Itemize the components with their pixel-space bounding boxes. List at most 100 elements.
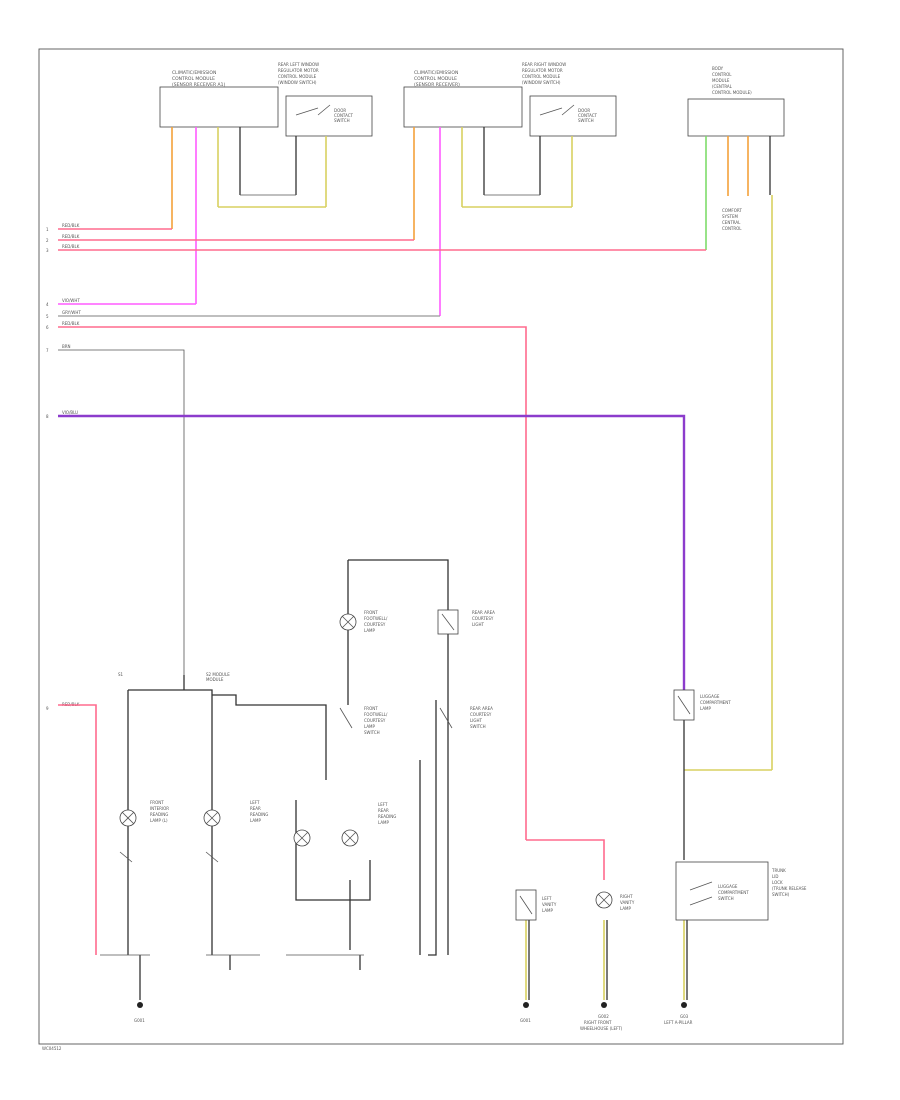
vanity-circuit — [525, 839, 608, 1000]
svg-text:SWITCH: SWITCH — [718, 896, 734, 901]
svg-text:FRONT: FRONT — [364, 610, 378, 615]
svg-text:READING: READING — [378, 814, 396, 819]
svg-text:FOOTWELL/: FOOTWELL/ — [364, 616, 388, 621]
svg-text:REAR: REAR — [378, 808, 389, 813]
bottom-lamp-2: RIGHT VANITY LAMP — [595, 891, 635, 911]
svg-text:G001: G001 — [134, 1018, 145, 1023]
right-top-lamp: LUGGAGE COMPARTMENT LAMP — [673, 689, 731, 721]
svg-text:RED/BLK: RED/BLK — [62, 321, 80, 326]
svg-text:REGULATOR MOTOR: REGULATOR MOTOR — [278, 68, 319, 73]
svg-text:S1: S1 — [118, 672, 124, 677]
svg-text:CLIMATIC/EMISSION: CLIMATIC/EMISSION — [414, 70, 458, 76]
svg-text:LAMP: LAMP — [250, 818, 262, 823]
svg-text:GRY/WHT: GRY/WHT — [62, 310, 81, 315]
svg-text:VANITY: VANITY — [620, 900, 635, 905]
svg-text:INTERIOR: INTERIOR — [150, 806, 169, 811]
bus-wires — [58, 228, 706, 840]
center-top-lamp: FRONT FOOTWELL/ COURTESY LAMP — [339, 610, 388, 633]
svg-text:SYSTEM: SYSTEM — [722, 214, 738, 219]
svg-text:G001: G001 — [520, 1018, 531, 1023]
svg-text:LEFT: LEFT — [250, 800, 260, 805]
svg-text:CONTROL MODULE: CONTROL MODULE — [172, 76, 215, 82]
svg-text:RIGHT FRONT: RIGHT FRONT — [584, 1020, 612, 1025]
top-wire-stubs — [171, 127, 773, 770]
svg-text:REAR: REAR — [250, 806, 261, 811]
svg-text:(SENSOR RECEIVER A1): (SENSOR RECEIVER A1) — [172, 82, 225, 88]
svg-text:SWITCH): SWITCH) — [772, 892, 790, 897]
svg-text:CONTROL: CONTROL — [712, 72, 732, 77]
svg-text:(WINDOW SWITCH): (WINDOW SWITCH) — [522, 80, 561, 85]
diagram-frame — [38, 48, 844, 1045]
svg-text:FOOTWELL/: FOOTWELL/ — [364, 712, 388, 717]
svg-text:COMFORT: COMFORT — [722, 208, 742, 213]
svg-text:9: 9 — [46, 706, 49, 711]
svg-text:SWITCH: SWITCH — [334, 118, 350, 123]
bottom-lamp-1: LEFT VANITY LAMP — [515, 889, 557, 921]
svg-text:REAR AREA: REAR AREA — [472, 610, 495, 615]
svg-text:2: 2 — [46, 238, 49, 243]
svg-text:FRONT: FRONT — [364, 706, 378, 711]
svg-text:CONTROL MODULE: CONTROL MODULE — [522, 74, 561, 79]
svg-text:RED/BLK: RED/BLK — [62, 244, 80, 249]
svg-text:COMPARTMENT: COMPARTMENT — [718, 890, 749, 895]
left-left-lamp: FRONT INTERIOR READING LAMP (L) — [119, 800, 169, 863]
svg-text:8: 8 — [46, 414, 49, 419]
svg-text:S2 MODULE: S2 MODULE — [206, 672, 230, 677]
svg-text:RED/BLK: RED/BLK — [62, 234, 80, 239]
top-switch-2: REAR RIGHT WINDOW REGULATOR MOTOR CONTRO… — [522, 62, 617, 137]
svg-text:READING: READING — [150, 812, 168, 817]
ground-g1: G001 — [134, 1002, 145, 1023]
svg-text:1: 1 — [46, 227, 49, 232]
svg-text:BRN: BRN — [62, 344, 71, 349]
svg-text:LUGGAGE: LUGGAGE — [700, 694, 720, 699]
svg-text:BODY: BODY — [712, 66, 724, 71]
svg-text:SWITCH: SWITCH — [578, 118, 594, 123]
svg-text:REAR LEFT WINDOW: REAR LEFT WINDOW — [278, 62, 319, 67]
svg-text:CENTRAL: CENTRAL — [722, 220, 741, 225]
svg-text:CONTROL: CONTROL — [722, 226, 742, 231]
lower-left-circuits — [58, 559, 449, 1000]
svg-text:(SENSOR RECEIVER): (SENSOR RECEIVER) — [414, 82, 460, 88]
top-module-2: CLIMATIC/EMISSION CONTROL MODULE (SENSOR… — [403, 70, 523, 128]
svg-text:6: 6 — [46, 325, 49, 330]
left-right-lamp: LEFT REAR READING LAMP — [293, 802, 396, 847]
svg-text:VIO/BLU: VIO/BLU — [62, 410, 78, 415]
svg-text:LIGHT: LIGHT — [472, 622, 485, 627]
svg-text:REAR AREA: REAR AREA — [470, 706, 493, 711]
svg-text:COURTESY: COURTESY — [472, 616, 494, 621]
top-right-connector: COMFORT SYSTEM CENTRAL CONTROL — [722, 208, 742, 231]
svg-text:WHEELHOUSE (LEFT): WHEELHOUSE (LEFT) — [580, 1026, 623, 1031]
svg-text:LEFT: LEFT — [378, 802, 388, 807]
ground-g2: G001 G002 RIGHT FRONT WHEELHOUSE (LEFT) — [520, 1002, 623, 1031]
svg-text:CONTACT: CONTACT — [578, 113, 598, 118]
svg-text:LAMP: LAMP — [700, 706, 712, 711]
svg-text:RIGHT: RIGHT — [620, 894, 633, 899]
svg-text:SWITCH: SWITCH — [364, 730, 380, 735]
svg-text:TRUNK: TRUNK — [771, 868, 786, 873]
svg-text:LOCK: LOCK — [772, 880, 783, 885]
svg-text:MODULE: MODULE — [712, 78, 730, 83]
center-top-light: REAR AREA COURTESY LIGHT — [437, 609, 495, 635]
svg-text:CONTROL MODULE: CONTROL MODULE — [414, 76, 457, 82]
svg-text:CONTROL MODULE): CONTROL MODULE) — [712, 90, 752, 95]
svg-text:4: 4 — [46, 302, 49, 307]
svg-text:(TRUNK RELEASE: (TRUNK RELEASE — [772, 886, 807, 891]
svg-text:RED/BLK: RED/BLK — [62, 223, 80, 228]
left-mid-lamp: LEFT REAR READING LAMP — [203, 800, 268, 863]
svg-text:LID: LID — [772, 874, 779, 879]
center-mid-right-switch: REAR AREA COURTESY LIGHT SWITCH — [439, 706, 493, 729]
top-module-1: CLIMATIC/EMISSION CONTROL MODULE (SENSOR… — [159, 70, 279, 128]
center-mid-switch: FRONT FOOTWELL/ COURTESY LAMP SWITCH — [339, 706, 388, 735]
top-switch-1: REAR LEFT WINDOW REGULATOR MOTOR CONTROL… — [278, 62, 373, 137]
svg-text:READING: READING — [250, 812, 268, 817]
svg-text:G03: G03 — [680, 1014, 689, 1019]
svg-text:CONTACT: CONTACT — [334, 113, 354, 118]
svg-text:COMPARTMENT: COMPARTMENT — [700, 700, 731, 705]
svg-text:REGULATOR MOTOR: REGULATOR MOTOR — [522, 68, 563, 73]
svg-text:LAMP: LAMP — [542, 908, 554, 913]
svg-text:VIO/WHT: VIO/WHT — [62, 298, 80, 303]
svg-text:G002: G002 — [598, 1014, 609, 1019]
svg-text:COURTESY: COURTESY — [470, 712, 492, 717]
ground-g3: G03 LEFT A-PILLAR — [664, 1002, 693, 1025]
svg-text:LAMP: LAMP — [364, 628, 376, 633]
